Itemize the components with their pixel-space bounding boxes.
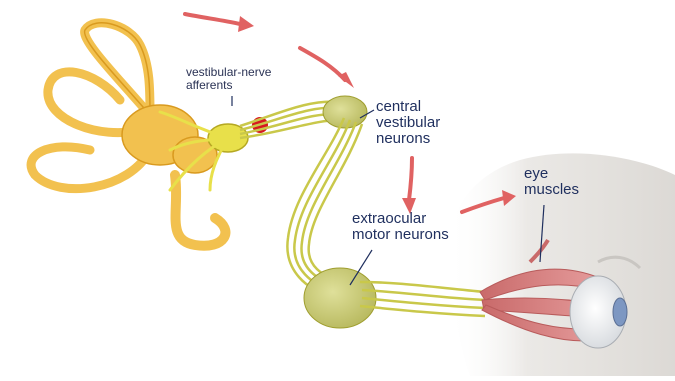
- label-extraocular-motor-neurons: extraocular motor neurons: [352, 211, 449, 243]
- iris: [613, 298, 627, 326]
- central-to-motor-fibers: [287, 118, 362, 294]
- cochlear-duct: [175, 175, 225, 246]
- arrow-top-1: [185, 14, 240, 24]
- label-central-vestibular-neurons: central vestibular neurons: [376, 99, 440, 147]
- arrow-down: [409, 158, 412, 200]
- label-line: afferents: [186, 79, 271, 92]
- label-eye-muscles: eye muscles: [524, 166, 579, 198]
- label-line: extraocular: [352, 211, 449, 227]
- label-line: vestibular: [376, 115, 440, 131]
- label-line: motor neurons: [352, 227, 449, 243]
- label-line: muscles: [524, 182, 579, 198]
- label-vestibular-nerve-afferents: vestibular-nerve afferents: [186, 66, 271, 92]
- arrowhead-top-1: [238, 16, 254, 32]
- arrow-top-2: [300, 48, 345, 80]
- label-line: central: [376, 99, 440, 115]
- label-line: neurons: [376, 131, 440, 147]
- central-vestibular-nucleus: [323, 96, 367, 128]
- label-line: eye: [524, 166, 579, 182]
